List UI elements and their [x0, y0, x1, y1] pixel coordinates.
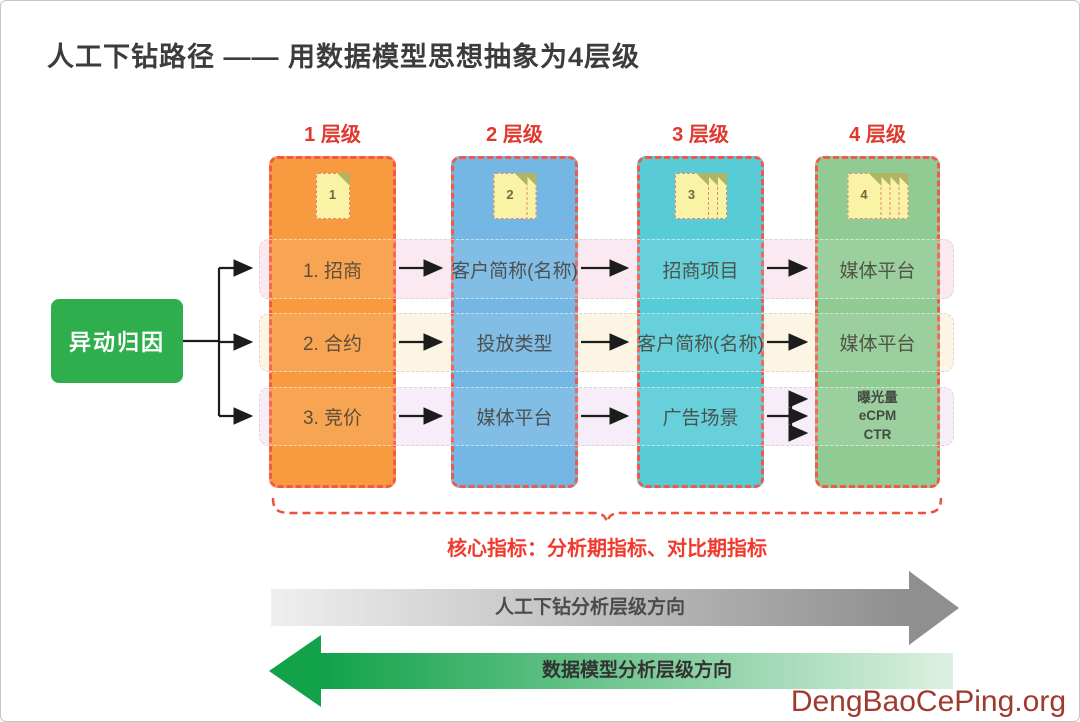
level-4-header: 4 层级	[849, 124, 906, 146]
level-column-2: 2	[451, 156, 578, 488]
page-fold-icon	[514, 172, 528, 186]
core-metrics-brace	[271, 497, 943, 527]
document-stack-icon: 3	[674, 172, 727, 223]
source-node: 异动归因	[51, 299, 183, 383]
cell-level1-row2: 2. 合约	[269, 313, 396, 372]
cell-level3-row2: 客户简称(名称)	[637, 313, 764, 372]
document-number: 3	[687, 187, 696, 202]
cell-level1-row1: 1. 招商	[269, 239, 396, 299]
page-title: 人工下钻路径 —— 用数据模型思想抽象为4层级	[47, 42, 641, 72]
document-stack-icon: 1	[315, 172, 350, 223]
cell-level3-row1: 招商项目	[637, 239, 764, 299]
document-stack-icon: 4	[847, 172, 909, 223]
model-direction-arrowhead-icon	[269, 635, 321, 707]
document-number: 4	[860, 187, 868, 202]
manual-direction-arrowhead-icon	[909, 571, 959, 645]
level-3-header: 3 层级	[672, 124, 729, 146]
cell-level4-row3: 曝光量 eCPM CTR	[815, 387, 940, 446]
level-1-header: 1 层级	[304, 124, 361, 146]
model-direction-label: 数据模型分析层级方向	[541, 660, 732, 681]
level-column-3: 3	[637, 156, 764, 488]
cell-level2-row1: 客户简称(名称)	[451, 239, 578, 299]
cell-level4-row1: 媒体平台	[815, 239, 940, 299]
cell-level2-row2: 投放类型	[451, 313, 578, 372]
page-fold-icon	[868, 172, 882, 186]
document-number: 2	[506, 187, 514, 202]
level-column-4: 4	[815, 156, 940, 488]
branch-trunk-line	[183, 268, 221, 416]
document-stack-icon: 2	[493, 172, 537, 223]
watermark: DengBaoCePing.org	[790, 685, 1066, 718]
manual-direction-label: 人工下钻分析层级方向	[494, 597, 685, 618]
level-column-1: 1	[269, 156, 396, 488]
cell-level4-row2: 媒体平台	[815, 313, 940, 372]
page-fold-icon	[696, 172, 709, 186]
cell-level2-row3: 媒体平台	[451, 387, 578, 446]
page-fold-icon	[337, 172, 350, 186]
cell-level1-row3: 3. 竞价	[269, 387, 396, 446]
document-number: 1	[328, 187, 337, 202]
cell-level3-row3: 广告场景	[637, 387, 764, 446]
core-metrics-label: 核心指标：分析期指标、对比期指标	[447, 538, 767, 560]
model-direction-arrow	[321, 653, 953, 689]
manual-direction-arrow	[271, 589, 909, 626]
level-2-header: 2 层级	[486, 124, 543, 146]
